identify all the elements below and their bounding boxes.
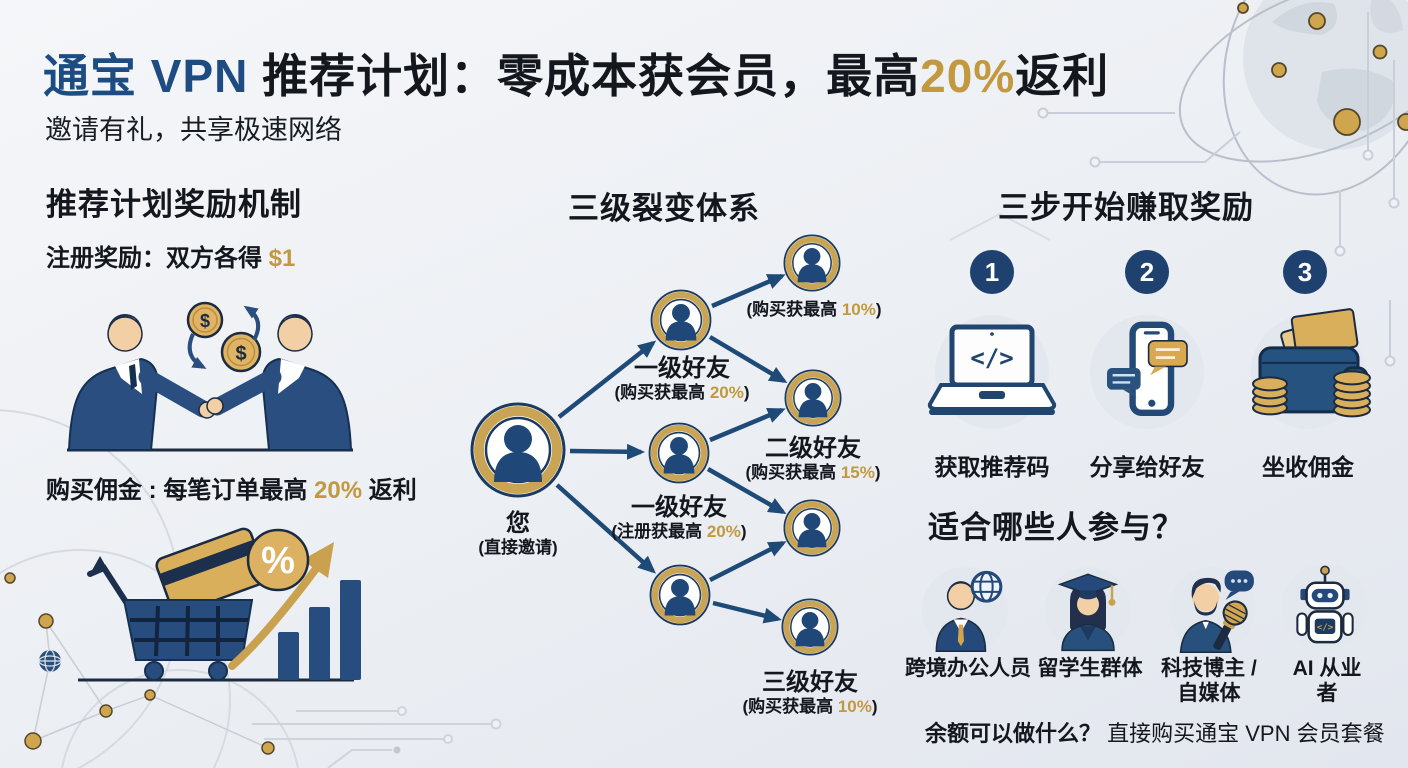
persona-3-circle	[1169, 567, 1255, 654]
root-user-avatar	[472, 404, 564, 496]
globe-icon	[970, 570, 1003, 603]
step-number-1: 1	[970, 250, 1014, 294]
globe-decoration	[1178, 0, 1408, 196]
circuit-traces-top-right	[949, 12, 1400, 367]
step-2-label: 分享给好友	[1089, 454, 1205, 480]
step-number-2: 2	[1125, 250, 1169, 294]
shopping-cart-icon	[87, 556, 254, 681]
cart-growth-illustration: %	[78, 527, 361, 682]
right-businessman	[206, 313, 353, 451]
growth-arrow-head	[302, 542, 334, 578]
svg-text:%: %	[261, 540, 295, 582]
credit-card-icon	[155, 527, 268, 615]
persona-4-circle: </>	[1282, 564, 1368, 650]
step-1-label: 获取推荐码	[934, 454, 1050, 480]
tier3-note: (购买获最高 10%)	[742, 697, 878, 716]
handshake-illustration: $ $	[67, 301, 353, 452]
svg-text:</>: </>	[970, 344, 1013, 372]
audience-heading: 适合哪些人参与？	[928, 510, 1184, 545]
tier2-note: (购买获最高 15%)	[745, 463, 881, 482]
svg-text:</>: </>	[1317, 622, 1334, 633]
step-2-icon-circle	[1090, 315, 1204, 429]
title-highlight: 20%	[920, 50, 1016, 102]
mortarboard-icon	[1057, 573, 1119, 606]
globe-node-dots	[1237, 2, 1408, 136]
tier3-lower-avatar	[782, 599, 837, 654]
left-businessman	[67, 313, 216, 451]
speech-bubble-icon	[1224, 570, 1254, 600]
ai-robot-icon: </>	[1296, 565, 1354, 644]
small-globe-icon	[38, 649, 62, 673]
gold-chat-bubble	[1147, 340, 1188, 376]
cross-border-worker-icon	[935, 570, 1003, 653]
tier3-label: 三级好友	[762, 669, 858, 696]
wallet-coins-icon	[1252, 308, 1371, 418]
tier1-mid-label: 一级好友	[631, 494, 727, 521]
tier1-bottom-avatar	[651, 566, 710, 625]
laptop-code-icon: </>	[927, 324, 1057, 416]
branch-top-note: (购买获最高 10%)	[746, 300, 882, 319]
root-user-label: 您	[506, 510, 530, 537]
tier2-label: 二级好友	[765, 435, 861, 462]
persona-3-label: 科技博主 / 自媒体	[1161, 657, 1257, 705]
coin-stack-left	[1252, 376, 1288, 416]
root-user-note: (直接邀请)	[478, 538, 558, 557]
svg-text:$: $	[200, 311, 210, 331]
tier3-upper-avatar	[784, 500, 839, 555]
referral-arrows	[555, 273, 788, 624]
step-number-3: 3	[1283, 250, 1327, 294]
navy-chat-bubble	[1107, 368, 1141, 398]
commission-line: 购买佣金 : 每笔订单最高 20% 返利	[46, 477, 417, 504]
rewards-heading: 推荐计划奖励机制	[46, 187, 302, 222]
persona-1-label: 跨境办公人员	[905, 657, 1031, 680]
step-3-icon-circle	[1251, 308, 1371, 429]
tier2-avatar	[785, 370, 840, 425]
tier1-top-note: (购买获最高 20%)	[614, 383, 750, 402]
tier1-top-label: 一级好友	[634, 355, 730, 382]
persona-2-circle	[1045, 567, 1131, 653]
brand-name: 通宝 VPN	[43, 50, 249, 102]
tier1-mid-note: (注册获最高 20%)	[611, 522, 747, 541]
persona-4-label: AI 从业者	[1292, 657, 1362, 705]
exchange-coins-icon: $ $	[186, 301, 262, 373]
tier1-mid-avatar	[650, 424, 709, 483]
tech-blogger-icon	[1179, 570, 1254, 654]
percent-badge-icon: %	[246, 528, 310, 592]
constellation-dots	[4, 572, 275, 755]
persona-2-label: 留学生群体	[1037, 657, 1143, 680]
signup-reward-line: 注册奖励：双方各得 $1	[46, 245, 296, 272]
step-1-icon-circle: </>	[927, 315, 1057, 429]
tier1-top-avatar	[652, 291, 711, 350]
branch-top-avatar	[784, 235, 839, 290]
graduate-student-icon	[1057, 573, 1119, 652]
circuit-traces-bottom-center	[252, 706, 502, 768]
phone-chat-icon	[1107, 321, 1188, 417]
growth-arrow	[228, 562, 322, 670]
referral-tree-diagram	[440, 228, 955, 768]
growth-bars	[278, 580, 361, 680]
microphone-icon	[1213, 600, 1248, 650]
steps-heading: 三步开始赚取奖励	[998, 190, 1254, 225]
balance-footer-line: 余额可以做什么？ 直接购买通宝 VPN 会员套餐	[925, 721, 1385, 746]
page-title: 通宝 VPN 推荐计划：零成本获会员，最高20%返利	[43, 50, 1110, 102]
persona-1-circle	[922, 567, 1008, 653]
network-heading: 三级裂变体系	[568, 191, 760, 226]
page-subtitle: 邀请有礼，共享极速网络	[45, 115, 342, 145]
svg-text:$: $	[235, 343, 246, 365]
step-3-label: 坐收佣金	[1262, 454, 1354, 480]
coin-stack-right	[1333, 370, 1371, 418]
